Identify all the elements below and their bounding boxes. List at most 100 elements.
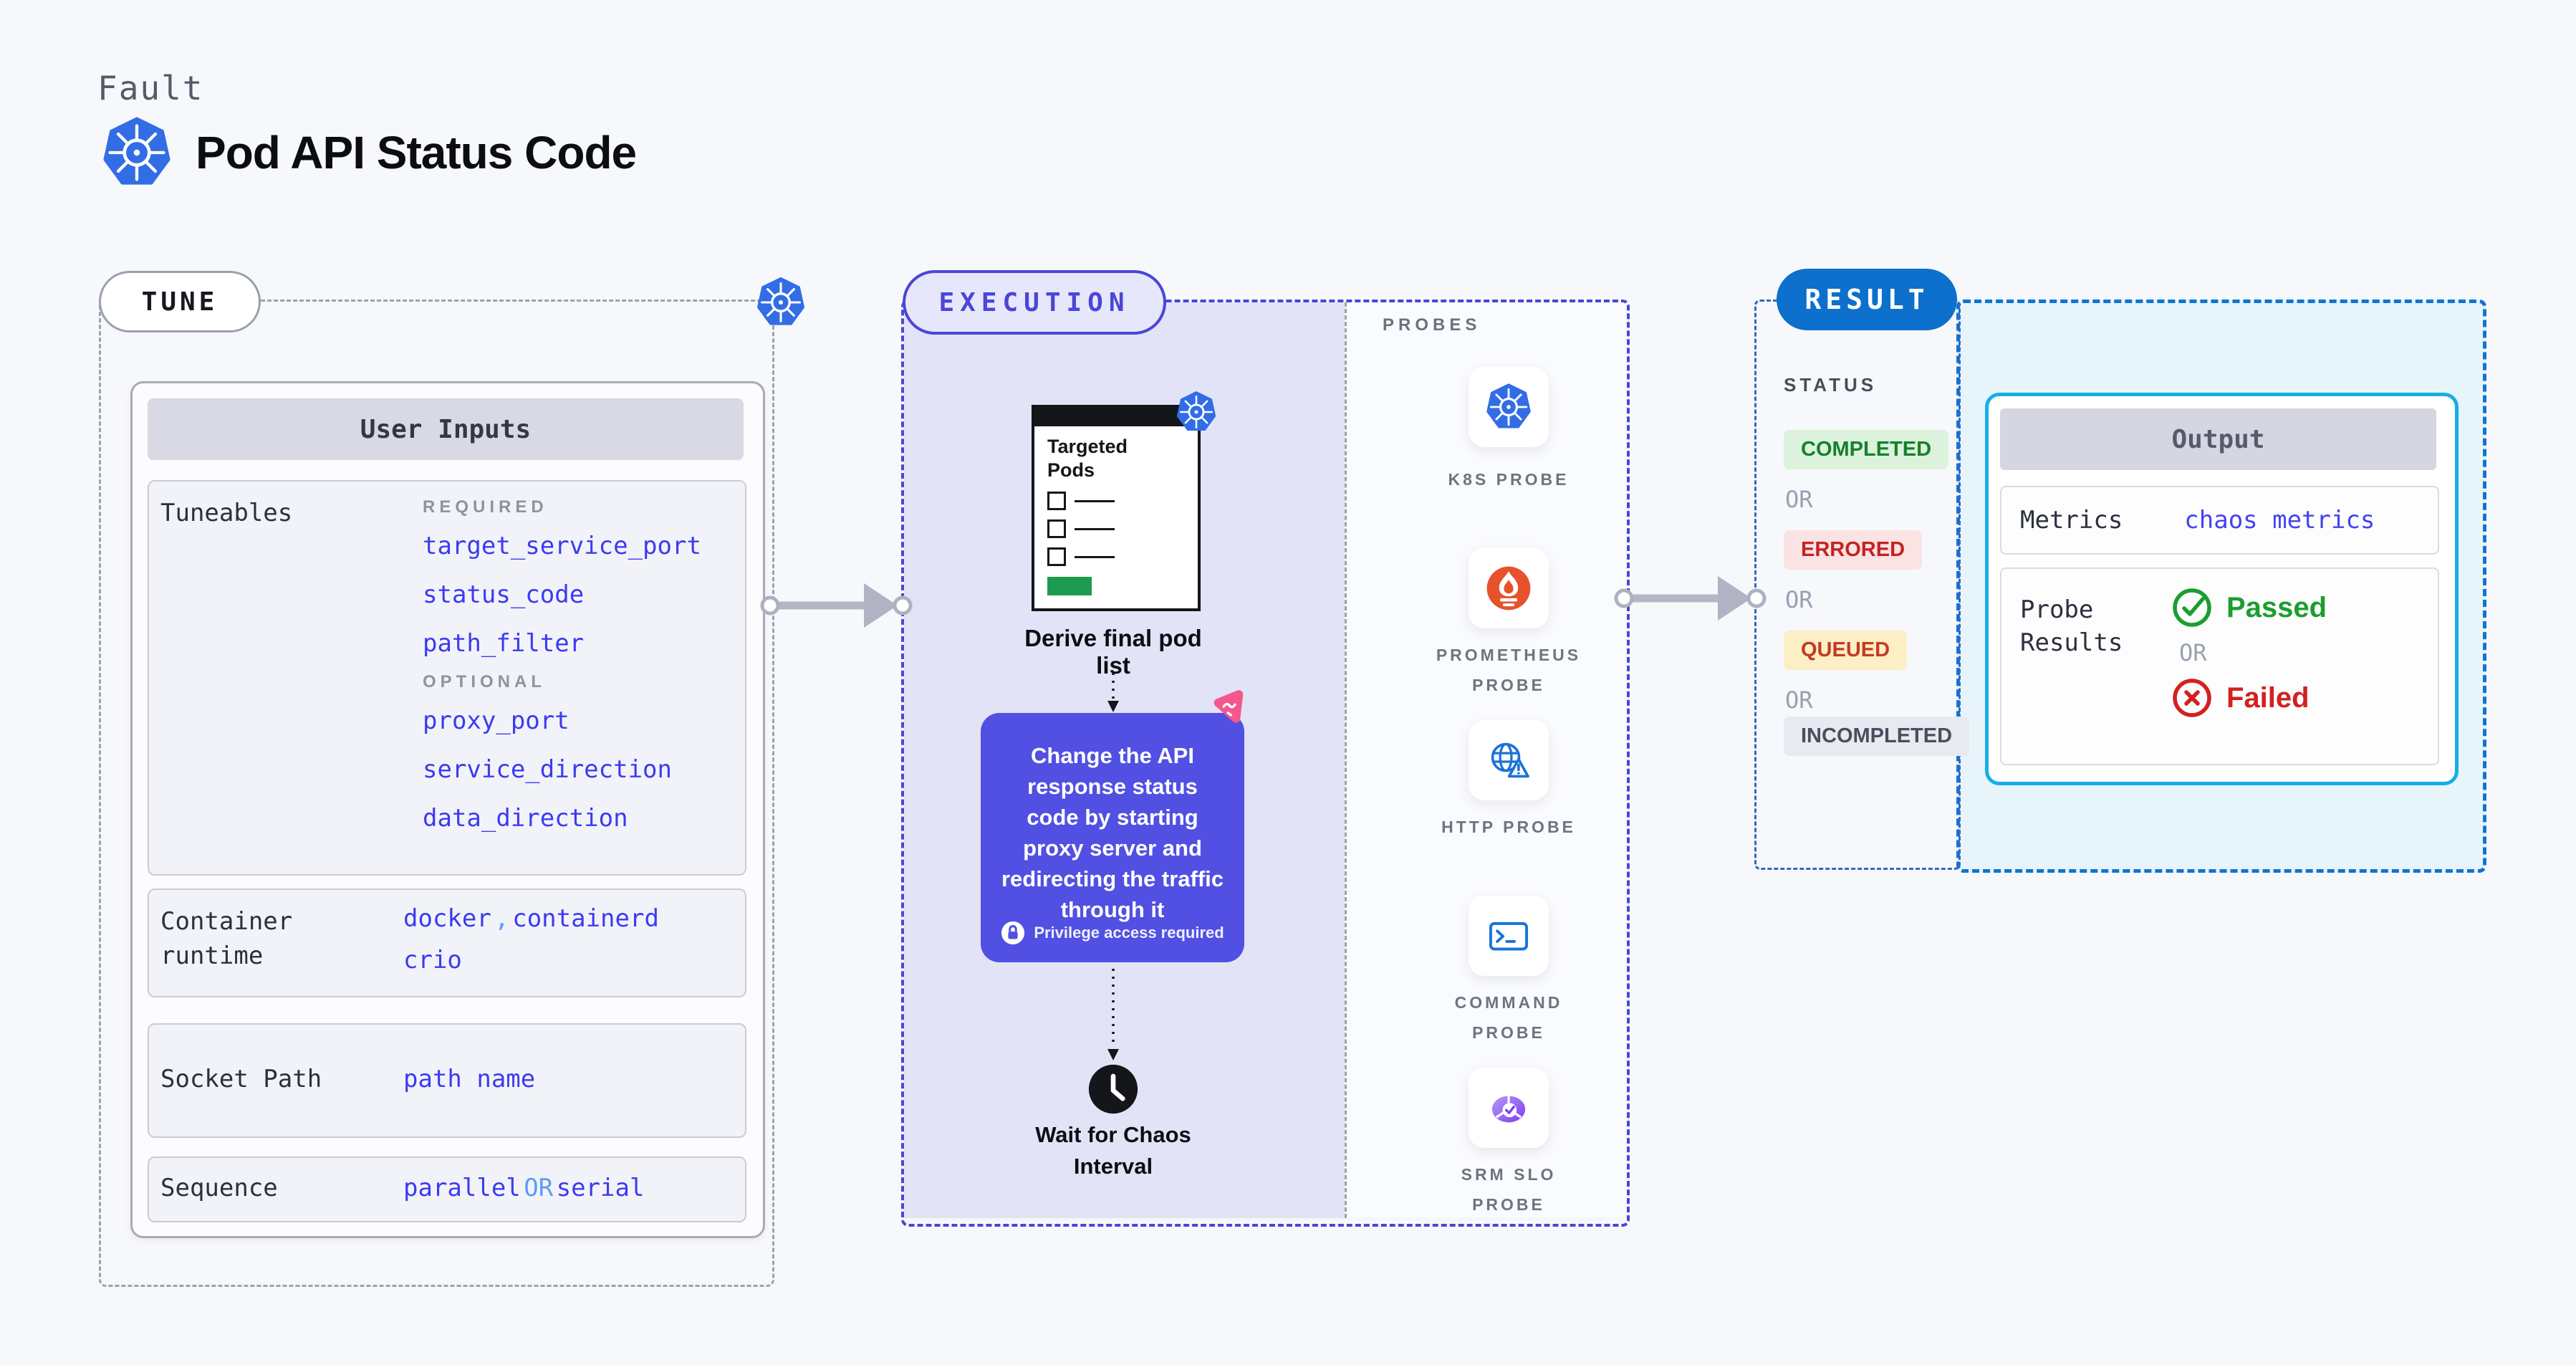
tuneable-link[interactable]: service_direction [423, 755, 672, 784]
or-label: OR [2179, 639, 2207, 666]
sequence-row [148, 1156, 746, 1222]
sequence-values: parallel OR serial [403, 1174, 644, 1202]
prometheus-icon [1486, 566, 1531, 610]
probe-name: HTTP PROBE [1441, 818, 1576, 836]
targeted-pods-window: Targeted Pods [1032, 405, 1201, 611]
http-globe-icon [1491, 742, 1529, 778]
slo-pie-icon [1491, 1094, 1526, 1123]
sequence-or: OR [524, 1174, 554, 1202]
verdict-column: Passed OR Failed [2172, 588, 2327, 718]
probe-name: PROMETHEUS PROBE [1436, 646, 1582, 694]
sequence-label: Sequence [160, 1174, 278, 1202]
tuneable-link[interactable]: path_filter [423, 629, 585, 658]
kubernetes-icon [1485, 383, 1532, 431]
tuneable-link[interactable]: data_direction [423, 804, 628, 833]
clock-icon [1088, 1064, 1138, 1114]
socket-path-value[interactable]: path name [403, 1065, 536, 1093]
tune-section-badge: TUNE [99, 271, 261, 332]
pod-list-item [1047, 519, 1198, 538]
privilege-note: Privilege access required [1034, 924, 1224, 942]
probe-card-k8s [1469, 367, 1549, 447]
checkbox-icon [1047, 492, 1066, 510]
dotted-connector [1107, 665, 1119, 712]
tune-section-box [99, 300, 774, 1287]
probe-results-row: Probe Results Passed OR Failed [2000, 567, 2439, 765]
chaos-icon [1213, 690, 1244, 723]
status-badge-queued: QUEUED [1784, 631, 1908, 670]
flow-arrow [1614, 576, 1767, 621]
sequence-value[interactable]: parallel [403, 1174, 521, 1202]
status-badge-incompleted: INCOMPLETED [1784, 717, 1970, 756]
check-circle-icon [2173, 588, 2211, 627]
window-titlebar [1034, 408, 1198, 426]
runtime-separator: , [494, 904, 509, 933]
checkbox-icon [1047, 519, 1066, 538]
passed-label: Passed [2226, 591, 2327, 623]
or-label: OR [1785, 686, 1813, 714]
failed-row: Failed [2172, 678, 2327, 718]
lock-icon [1001, 921, 1025, 945]
result-section-badge: RESULT [1777, 269, 1957, 330]
fault-kicker: Fault [97, 69, 204, 107]
probe-name: SRM SLO PROBE [1461, 1165, 1557, 1214]
checkbox-icon [1047, 547, 1066, 566]
socket-path-row [148, 1023, 746, 1138]
probe-card-srm-slo [1469, 1068, 1549, 1148]
privilege-note-row: Privilege access required [981, 921, 1244, 945]
probe-card-http [1469, 720, 1549, 800]
status-badge-errored: ERRORED [1784, 530, 1923, 570]
kubernetes-icon [102, 115, 171, 190]
probe-card-command [1469, 896, 1549, 976]
targeted-pods-title: Targeted Pods [1047, 436, 1128, 481]
tuneables-label: Tuneables [160, 499, 293, 527]
chaos-metrics-link[interactable]: chaos metrics [2184, 506, 2375, 535]
runtime-value[interactable]: crio [403, 946, 462, 974]
container-runtime-label: Container runtime [160, 907, 293, 970]
runtime-value[interactable]: docker [403, 904, 491, 933]
metrics-row: Metrics chaos metrics [2000, 486, 2439, 555]
pod-list-item [1047, 547, 1198, 566]
pod-list-item [1047, 492, 1198, 510]
list-line [1075, 527, 1115, 530]
optional-label: OPTIONAL [423, 672, 546, 691]
tuneable-link[interactable]: target_service_port [423, 532, 701, 560]
kubernetes-icon [756, 277, 805, 328]
tuneables-row [148, 480, 746, 876]
tuneable-link[interactable]: proxy_port [423, 707, 569, 735]
tuneables-list: REQUIRED target_service_port status_code… [423, 497, 738, 833]
probe-card-prometheus [1469, 548, 1549, 628]
list-line [1075, 555, 1115, 558]
x-circle-icon [2173, 679, 2211, 717]
socket-path-label: Socket Path [160, 1065, 322, 1093]
wait-chaos-interval-label: Wait for Chaos Interval [1035, 1122, 1191, 1179]
flow-arrow [760, 583, 913, 628]
runtime-value[interactable]: containerd [512, 904, 659, 933]
page-header: Pod API Status Code [102, 113, 637, 192]
execution-section-badge: EXECUTION [903, 270, 1166, 335]
failed-label: Failed [2226, 681, 2310, 714]
metrics-label: Metrics [2020, 506, 2123, 535]
tuneable-link[interactable]: status_code [423, 580, 585, 609]
probes-label: PROBES [1383, 315, 1481, 335]
passed-row: Passed [2172, 588, 2327, 628]
user-inputs-title: User Inputs [148, 398, 744, 460]
terminal-icon [1489, 921, 1529, 951]
status-label: STATUS [1784, 374, 1878, 396]
sequence-value[interactable]: serial [556, 1174, 645, 1202]
kubernetes-icon [1176, 391, 1216, 434]
output-title: Output [2000, 408, 2436, 470]
or-label: OR [1785, 486, 1813, 513]
dotted-connector [1107, 969, 1119, 1060]
probe-results-label: Probe Results [2020, 595, 2123, 657]
status-badge-completed: COMPLETED [1784, 430, 1949, 469]
or-label: OR [1785, 586, 1813, 613]
list-line [1075, 499, 1115, 502]
container-runtime-values: docker , containerd crio [403, 904, 659, 974]
required-label: REQUIRED [423, 497, 548, 517]
probe-name: K8S PROBE [1448, 470, 1570, 489]
container-runtime-row [148, 889, 746, 997]
fault-description-card: Change the API response status code by s… [981, 690, 1244, 962]
selection-bar [1047, 577, 1092, 595]
page-title: Pod API Status Code [196, 127, 637, 178]
